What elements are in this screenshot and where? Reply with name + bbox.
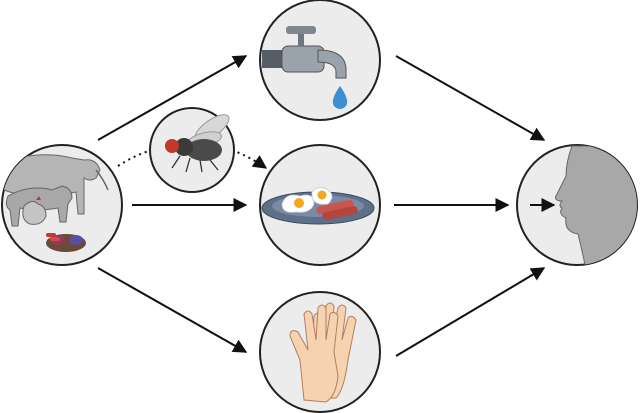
node-human (516, 144, 638, 266)
edge-source-fly (117, 149, 153, 167)
edge-water-human (395, 55, 546, 141)
edge-source-water (97, 55, 248, 141)
fly-icon (165, 114, 230, 173)
food-plate-icon (261, 187, 375, 225)
edge-source-hands (97, 267, 248, 353)
node-food (259, 144, 381, 266)
tap-water-icon (262, 26, 348, 109)
edges (97, 55, 546, 357)
node-hands (259, 291, 381, 413)
node-water (259, 0, 381, 121)
human-mouth-icon (530, 145, 637, 265)
node-source (1, 144, 123, 266)
node-fly (149, 107, 235, 193)
edge-hands-human (395, 267, 546, 357)
edge-fly-food (231, 149, 268, 169)
hands-icon (289, 302, 357, 403)
animals-and-feces-icon (2, 154, 109, 252)
